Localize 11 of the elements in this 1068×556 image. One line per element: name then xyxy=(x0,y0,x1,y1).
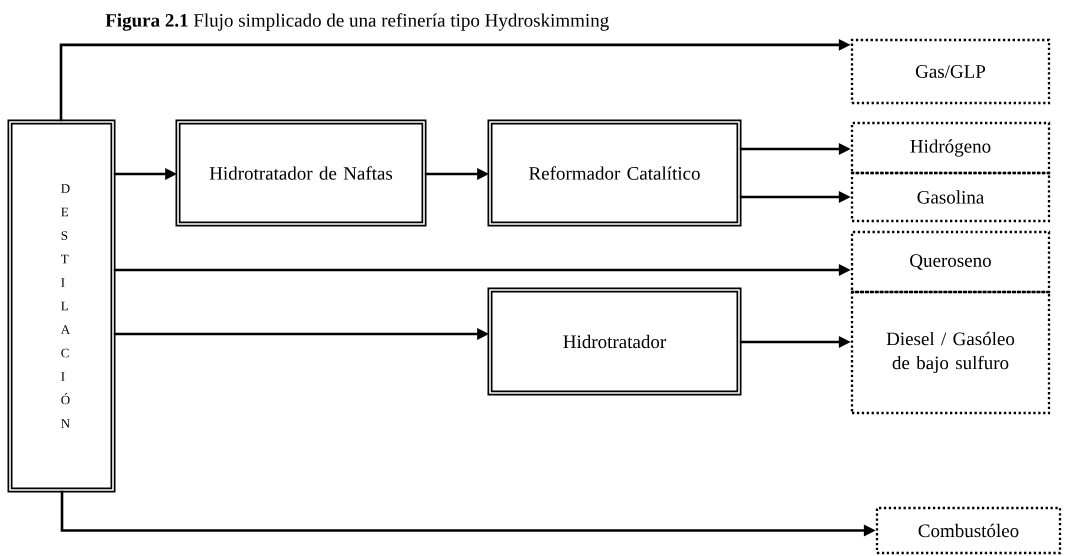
process-box: Reformador Catalítico xyxy=(487,119,742,227)
product-box: Gas/GLP xyxy=(850,38,1051,105)
product-box: Queroseno xyxy=(850,230,1051,294)
column-box: DESTILACIÓN xyxy=(7,119,116,493)
process-box: Hidrotratador xyxy=(487,287,742,396)
product-box: Hidrógeno xyxy=(850,121,1051,175)
process-box: Hidrotratador de Naftas xyxy=(175,119,427,227)
product-box: Combustóleo xyxy=(875,506,1062,555)
product-box: Diesel / Gasóleo de bajo sulfuro xyxy=(850,290,1051,415)
product-box: Gasolina xyxy=(850,171,1051,223)
figure-title: Figura 2.1 Flujo simplicado de una refinería tipo Hydroskimming xyxy=(105,13,609,31)
